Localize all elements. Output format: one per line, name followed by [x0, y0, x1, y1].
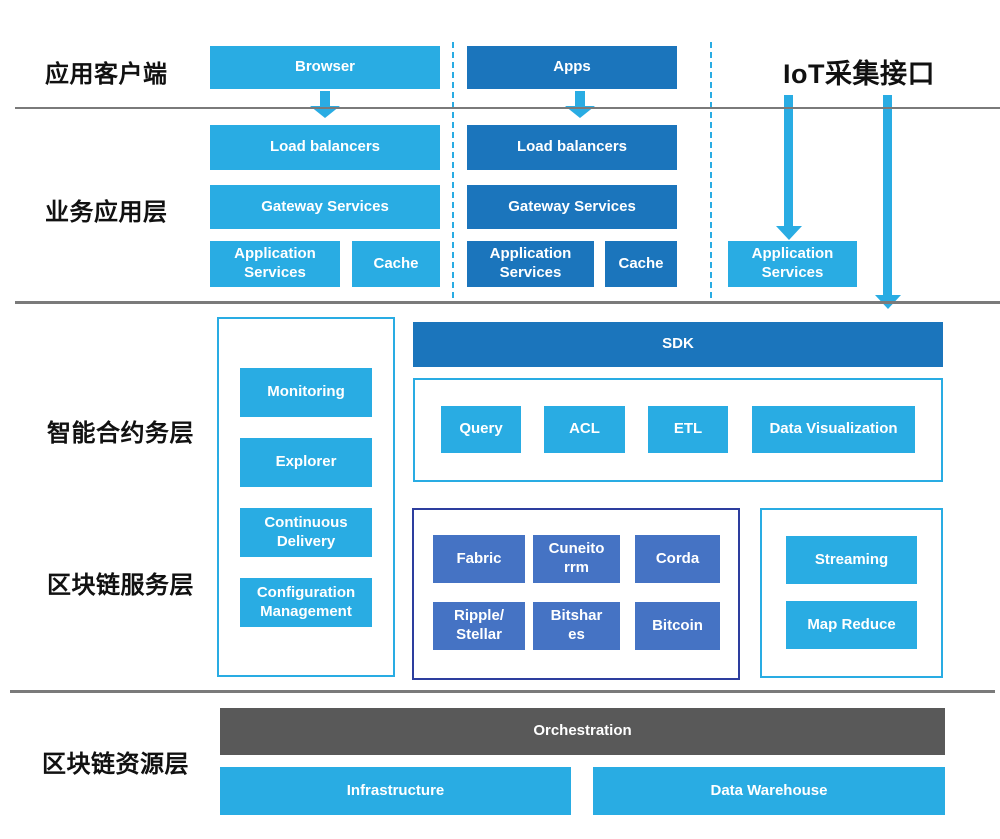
continuous-delivery-box: Continuous Delivery [240, 508, 372, 557]
monitoring-box: Monitoring [240, 368, 372, 417]
browser-down-arrow-icon [320, 91, 330, 106]
contract-layer-label: 智能合约务层 [47, 420, 194, 447]
acl-box: ACL [544, 406, 625, 453]
web-application-services-box: Application Services [210, 241, 340, 287]
ripple-stellar-box: Ripple/ Stellar [433, 602, 525, 650]
column-divider-dashed-1 [452, 42, 454, 298]
data-warehouse-box: Data Warehouse [593, 767, 945, 815]
big-data-container [760, 508, 943, 678]
layer-divider-1 [15, 107, 1000, 109]
app-gateway-services-box: Gateway Services [467, 185, 677, 229]
bitcoin-box: Bitcoin [635, 602, 720, 650]
infrastructure-box: Infrastructure [220, 767, 571, 815]
app-load-balancers-box: Load balancers [467, 125, 677, 170]
client-layer-label: 应用客户端 [45, 61, 168, 88]
sdk-box: SDK [413, 322, 943, 367]
app-application-services-box: Application Services [467, 241, 594, 287]
browser-box: Browser [210, 46, 440, 89]
map-reduce-box: Map Reduce [786, 601, 917, 649]
apps-box: Apps [467, 46, 677, 89]
web-gateway-services-box: Gateway Services [210, 185, 440, 229]
apps-down-arrow-icon [575, 91, 585, 106]
business-layer-label: 业务应用层 [45, 199, 168, 226]
web-cache-box: Cache [352, 241, 440, 287]
chains-container [412, 508, 740, 680]
fabric-box: Fabric [433, 535, 525, 583]
resource-layer-label: 区块链资源层 [42, 751, 189, 778]
layer-divider-3 [10, 690, 995, 693]
bitshares-box: Bitshar es [533, 602, 620, 650]
data-visualization-box: Data Visualization [752, 406, 915, 453]
iot-arrow-1-icon [784, 95, 793, 226]
etl-box: ETL [648, 406, 728, 453]
column-divider-dashed-2 [710, 42, 712, 298]
browser-down-arrowhead-icon [310, 106, 340, 118]
query-box: Query [441, 406, 521, 453]
iot-interface-label: IoT采集接口 [783, 59, 935, 89]
streaming-box: Streaming [786, 536, 917, 584]
iot-arrow-1-head-icon [776, 226, 802, 240]
iot-application-services-box: Application Services [728, 241, 857, 287]
layer-divider-2 [15, 301, 1000, 304]
cuneitorrm-box: Cuneito rrm [533, 535, 620, 583]
explorer-box: Explorer [240, 438, 372, 487]
corda-box: Corda [635, 535, 720, 583]
configuration-management-box: Configuration Management [240, 578, 372, 627]
apps-down-arrowhead-icon [565, 106, 595, 118]
orchestration-box: Orchestration [220, 708, 945, 755]
app-cache-box: Cache [605, 241, 677, 287]
service-layer-label: 区块链服务层 [47, 572, 194, 599]
iot-arrow-2-icon [883, 95, 892, 295]
web-load-balancers-box: Load balancers [210, 125, 440, 170]
